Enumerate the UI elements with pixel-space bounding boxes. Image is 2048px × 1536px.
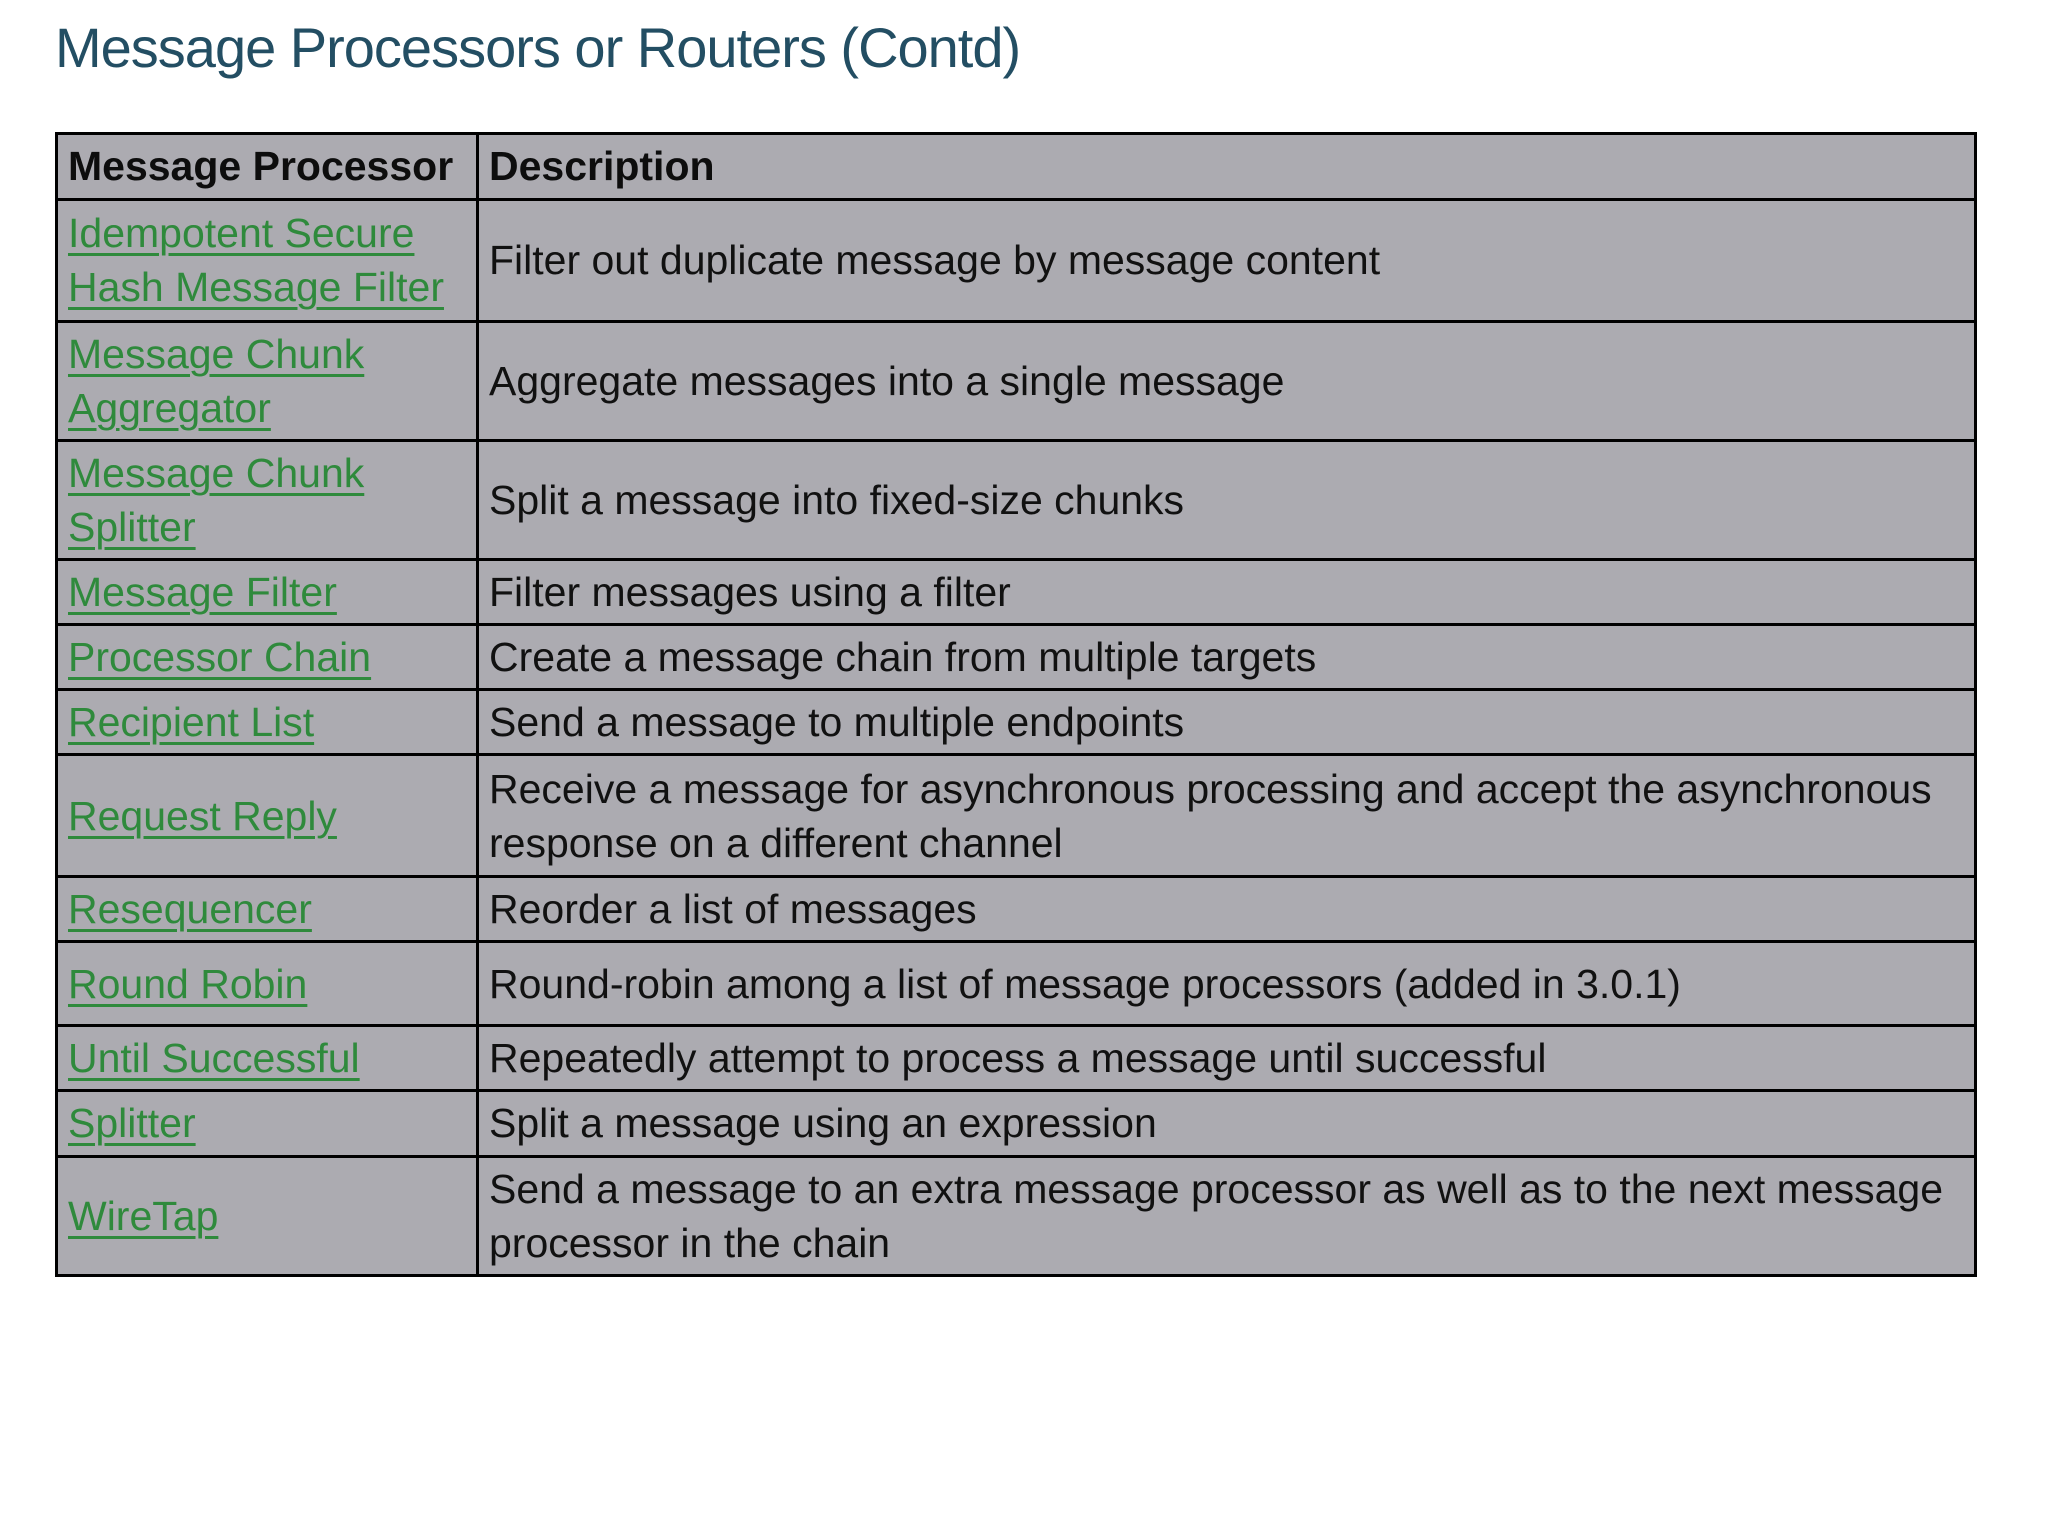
processor-link[interactable]: Message Filter xyxy=(68,568,337,615)
column-header-message-processor: Message Processor xyxy=(55,132,479,201)
processor-cell: Round Robin xyxy=(55,940,479,1028)
processor-link[interactable]: Round Robin xyxy=(68,960,308,1007)
processor-link[interactable]: Idempotent Secure Hash Message Filter xyxy=(68,209,444,310)
processor-link[interactable]: Until Successful xyxy=(68,1035,360,1082)
processor-link[interactable]: Recipient List xyxy=(68,699,315,746)
description-cell: Aggregate messages into a single message xyxy=(476,319,1977,442)
processor-cell: Request Reply xyxy=(55,753,479,879)
description-cell: Reorder a list of messages xyxy=(476,875,1977,944)
processor-link[interactable]: Splitter xyxy=(68,1100,196,1147)
slide: Message Processors or Routers (Contd) Me… xyxy=(0,16,2048,1536)
table-row: Processor Chain Create a message chain f… xyxy=(55,623,1977,692)
table-row: Splitter Split a message using an expres… xyxy=(55,1089,1977,1158)
processor-link[interactable]: WireTap xyxy=(68,1192,219,1239)
processor-cell: WireTap xyxy=(55,1154,479,1277)
description-cell: Round-robin among a list of message proc… xyxy=(476,940,1977,1028)
table-row: Message Filter Filter messages using a f… xyxy=(55,557,1977,627)
table-row: Idempotent Secure Hash Message Filter Fi… xyxy=(55,197,1977,323)
table-row: WireTap Send a message to an extra messa… xyxy=(55,1154,1977,1277)
processor-link[interactable]: Request Reply xyxy=(68,792,337,839)
processor-cell: Recipient List xyxy=(55,688,479,757)
table-row: Round Robin Round-robin among a list of … xyxy=(55,940,1977,1028)
processor-link[interactable]: Message Chunk Splitter xyxy=(68,449,365,550)
table-row: Message Chunk Splitter Split a message i… xyxy=(55,438,1977,561)
description-cell: Send a message to multiple endpoints xyxy=(476,688,1977,757)
description-cell: Send a message to an extra message proce… xyxy=(476,1154,1977,1277)
table-header-row: Message Processor Description xyxy=(55,132,1977,201)
processor-cell: Processor Chain xyxy=(55,623,479,692)
processor-link[interactable]: Message Chunk Aggregator xyxy=(68,330,365,431)
message-processors-table: Message Processor Description Idempotent… xyxy=(55,132,1977,1277)
description-cell: Filter messages using a filter xyxy=(476,557,1977,627)
processor-link[interactable]: Resequencer xyxy=(68,886,312,933)
processor-cell: Message Chunk Aggregator xyxy=(55,319,479,442)
processor-cell: Splitter xyxy=(55,1089,479,1158)
processor-cell: Message Filter xyxy=(55,557,479,627)
table-row: Resequencer Reorder a list of messages xyxy=(55,875,1977,944)
table-row: Recipient List Send a message to multipl… xyxy=(55,688,1977,757)
processor-cell: Idempotent Secure Hash Message Filter xyxy=(55,197,479,323)
description-cell: Repeatedly attempt to process a message … xyxy=(476,1024,1977,1093)
table-row: Request Reply Receive a message for asyn… xyxy=(55,753,1977,879)
table-row: Message Chunk Aggregator Aggregate messa… xyxy=(55,319,1977,442)
processor-link[interactable]: Processor Chain xyxy=(68,634,372,681)
processor-cell: Resequencer xyxy=(55,875,479,944)
page-title: Message Processors or Routers (Contd) xyxy=(55,16,1021,79)
table-row: Until Successful Repeatedly attempt to p… xyxy=(55,1024,1977,1093)
processor-cell: Message Chunk Splitter xyxy=(55,438,479,561)
description-cell: Filter out duplicate message by message … xyxy=(476,197,1977,323)
description-cell: Create a message chain from multiple tar… xyxy=(476,623,1977,692)
description-cell: Split a message using an expression xyxy=(476,1089,1977,1158)
description-cell: Receive a message for asynchronous proce… xyxy=(476,753,1977,879)
description-cell: Split a message into fixed-size chunks xyxy=(476,438,1977,561)
processor-cell: Until Successful xyxy=(55,1024,479,1093)
column-header-description: Description xyxy=(476,132,1977,201)
